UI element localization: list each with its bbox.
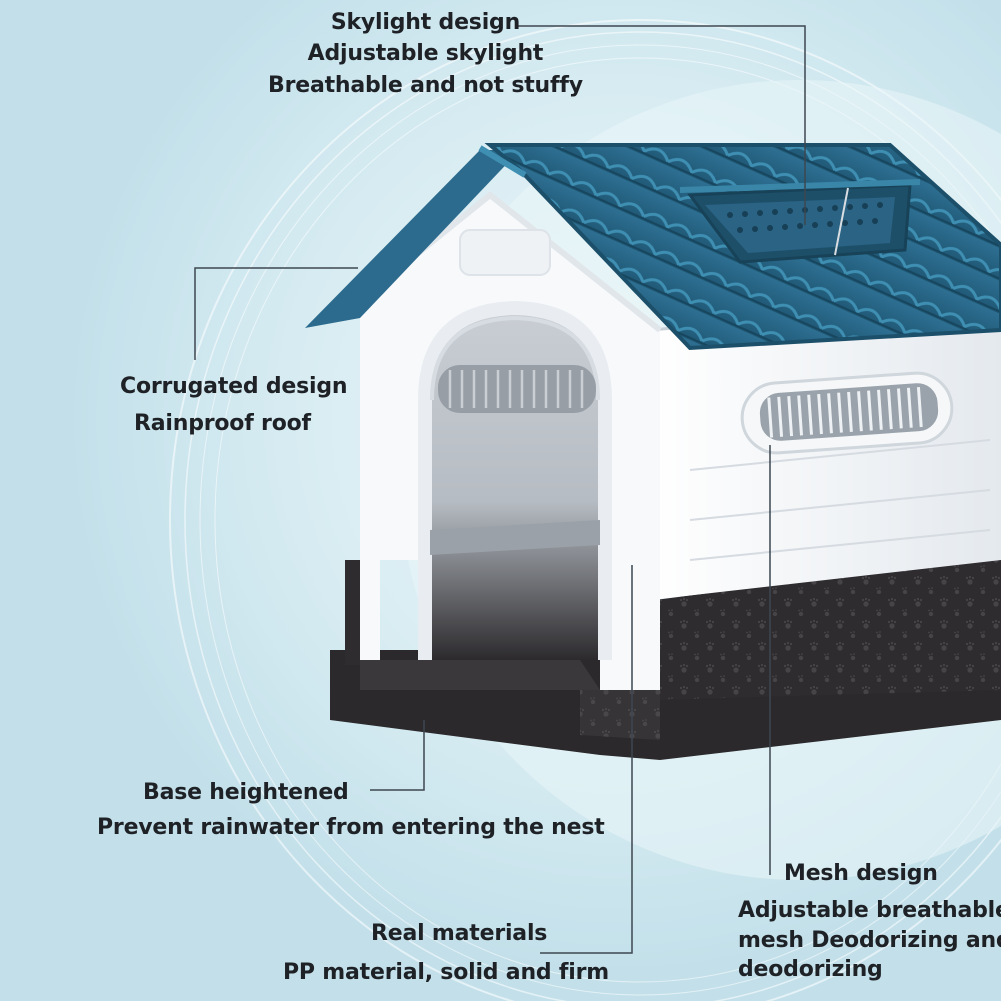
- base-callout: Base heightened Prevent rainwater from e…: [97, 780, 605, 841]
- leader-skylight: [515, 25, 806, 225]
- mesh-line-4: deodorizing: [738, 956, 883, 982]
- materials-callout: Real materials PP material, solid and fi…: [283, 921, 609, 986]
- roof-title: Corrugated design: [120, 374, 348, 399]
- skylight-line-3: Breathable and not stuffy: [268, 72, 583, 98]
- roof-skylight: [679, 179, 921, 264]
- decorative-rings: [169, 19, 1001, 1001]
- leader-roof: [194, 267, 358, 360]
- materials-line-2: PP material, solid and firm: [283, 960, 610, 986]
- skylight-line-2: Adjustable skylight: [307, 41, 544, 67]
- leader-lines: [194, 25, 806, 954]
- skylight-title: Skylight design: [330, 10, 521, 35]
- mesh-callout: Mesh design Adjustable breathable mesh D…: [738, 861, 1001, 982]
- mesh-line-3: mesh Deodorizing and: [738, 927, 1001, 953]
- door-opening: [418, 300, 612, 660]
- side-mesh-vent: [740, 371, 954, 455]
- base-line-2: Prevent rainwater from entering the nest: [97, 815, 605, 841]
- skylight-callout: Skylight design Adjustable skylight Brea…: [268, 10, 583, 98]
- leader-base: [370, 720, 425, 791]
- roof-line-2: Rainproof roof: [134, 411, 311, 437]
- mesh-line-2: Adjustable breathable: [738, 898, 1001, 924]
- mesh-title: Mesh design: [784, 861, 938, 886]
- base-title: Base heightened: [143, 780, 349, 805]
- leader-materials: [540, 565, 633, 954]
- roof-callout: Corrugated design Rainproof roof: [120, 374, 348, 437]
- materials-title: Real materials: [371, 921, 548, 946]
